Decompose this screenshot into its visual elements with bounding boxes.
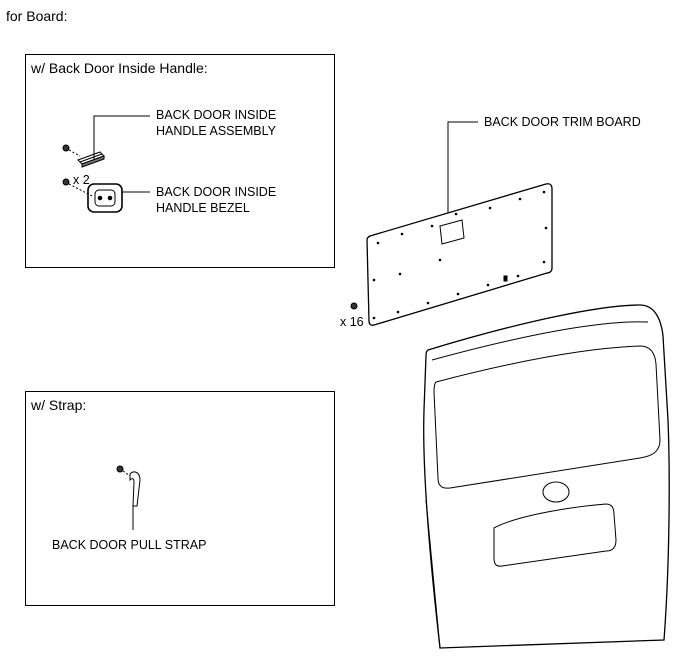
bezel-label-line1: BACK DOOR INSIDE	[156, 185, 277, 199]
back-door-trim-board-part	[366, 183, 553, 326]
trim-board-label: BACK DOOR TRIM BOARD	[484, 115, 641, 129]
pull-strap-part	[116, 465, 141, 530]
handle-inset-title: w/ Back Door Inside Handle:	[31, 60, 208, 76]
handle-inset-box	[25, 54, 335, 268]
trim-board-leader	[447, 121, 478, 213]
inside-handle-bezel-part	[87, 183, 123, 213]
inside-handle-assembly-part	[77, 151, 105, 168]
handle-assembly-label-line2: HANDLE ASSEMBLY	[156, 124, 276, 138]
strap-inset-box	[25, 391, 335, 606]
handle-screw-icon	[62, 144, 81, 157]
bezel-screw-count: x 2	[73, 173, 90, 187]
page-heading: for Board:	[6, 8, 68, 24]
pull-strap-label: BACK DOOR PULL STRAP	[52, 538, 207, 552]
back-door-part	[423, 304, 670, 649]
handle-assembly-label-line1: BACK DOOR INSIDE	[156, 108, 277, 122]
trim-clip-icon	[350, 302, 358, 310]
bezel-screw-icon	[62, 178, 93, 197]
strap-inset-title: w/ Strap:	[31, 397, 87, 413]
handle-assembly-leader	[93, 115, 150, 160]
trim-clip-count: x 16	[340, 315, 364, 329]
bezel-label-line2: HANDLE BEZEL	[156, 201, 250, 215]
